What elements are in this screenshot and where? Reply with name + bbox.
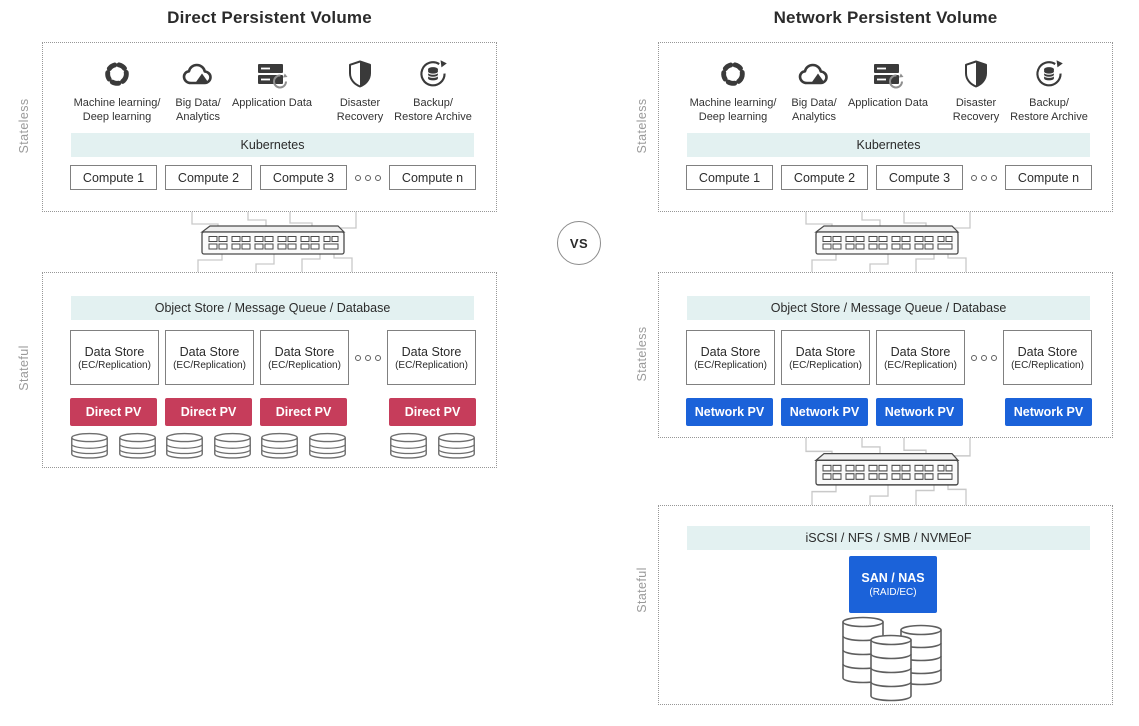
cloud-analytics-icon [168, 57, 228, 91]
left-stateful-box: Object Store / Message Queue / Database … [42, 272, 497, 468]
cloud-analytics-icon [784, 57, 844, 91]
ellipsis-dots [355, 354, 381, 361]
ellipsis-dots [355, 174, 381, 181]
ml-gear-icon [673, 57, 793, 91]
compute-node: Compute 2 [781, 165, 868, 190]
data-store-row: Data Store(EC/Replication) Data Store(EC… [70, 330, 476, 385]
compute-node: Compute 1 [70, 165, 157, 190]
network-pv-box: Network PV [686, 398, 773, 426]
data-store-box: Data Store(EC/Replication) [260, 330, 349, 385]
left-diagram-title: Direct Persistent Volume [167, 8, 372, 27]
data-store-box: Data Store(EC/Replication) [165, 330, 254, 385]
direct-pv-row: Direct PV Direct PV Direct PV Direct PV [70, 398, 476, 426]
storage-array-icon [839, 616, 947, 709]
right-stateless-box: Machine learning/Deep learning Big Data/… [658, 42, 1113, 212]
workload-application-data: Application Data [840, 57, 936, 110]
network-pv-box: Network PV [1005, 398, 1092, 426]
compute-row: Compute 1 Compute 2 Compute 3 Compute n [70, 165, 476, 190]
shield-icon [946, 57, 1006, 91]
backup-restore-icon [991, 57, 1107, 91]
disk-pair [260, 432, 347, 460]
direct-pv-box: Direct PV [70, 398, 157, 426]
right-stateless-mid-box: Object Store / Message Queue / Database … [658, 272, 1113, 438]
disk-icon [309, 432, 346, 459]
right-stateless-mid-label: Stateless [635, 326, 649, 382]
object-store-bar: Object Store / Message Queue / Database [687, 296, 1090, 320]
disk-icon [214, 432, 251, 459]
network-pv-box: Network PV [876, 398, 963, 426]
disk-icon [261, 432, 298, 459]
right-stateless-top-label: Stateless [635, 98, 649, 154]
workload-big-data: Big Data/Analytics [784, 57, 844, 125]
disk-pair [389, 432, 476, 460]
disk-pair [70, 432, 157, 460]
direct-pv-box: Direct PV [260, 398, 347, 426]
disk-icon [119, 432, 156, 459]
left-stateful-label: Stateful [17, 345, 31, 391]
compute-row: Compute 1 Compute 2 Compute 3 Compute n [686, 165, 1092, 190]
network-pv-box: Network PV [781, 398, 868, 426]
kubernetes-bar: Kubernetes [71, 133, 474, 157]
disk-icon [390, 432, 427, 459]
disk-icon [71, 432, 108, 459]
left-stateless-box: Machine learning/Deep learning Big Data/… [42, 42, 497, 212]
san-nas-box: SAN / NAS (RAID/EC) [849, 556, 937, 613]
shield-icon [330, 57, 390, 91]
right-stateful-box: iSCSI / NFS / SMB / NVMEoF SAN / NAS (RA… [658, 505, 1113, 705]
compute-node: Compute n [389, 165, 476, 190]
compute-node: Compute 1 [686, 165, 773, 190]
data-store-box: Data Store(EC/Replication) [1003, 330, 1092, 385]
disk-row [70, 432, 476, 460]
workload-machine-learning: Machine learning/Deep learning [673, 57, 793, 125]
server-sync-icon [840, 57, 936, 91]
disk-icon [438, 432, 475, 459]
ml-gear-icon [57, 57, 177, 91]
network-pv-row: Network PV Network PV Network PV Network… [686, 398, 1092, 426]
data-store-box: Data Store(EC/Replication) [387, 330, 476, 385]
direct-pv-box: Direct PV [165, 398, 252, 426]
direct-pv-box: Direct PV [389, 398, 476, 426]
disk-icon [166, 432, 203, 459]
protocol-bar: iSCSI / NFS / SMB / NVMEoF [687, 526, 1090, 550]
compute-node: Compute 2 [165, 165, 252, 190]
server-sync-icon [224, 57, 320, 91]
left-stateless-label: Stateless [17, 98, 31, 154]
data-store-row: Data Store(EC/Replication) Data Store(EC… [686, 330, 1092, 385]
right-stateful-label: Stateful [635, 567, 649, 613]
disk-pair [165, 432, 252, 460]
data-store-box: Data Store(EC/Replication) [70, 330, 159, 385]
ellipsis-dots [971, 354, 997, 361]
compute-node: Compute 3 [260, 165, 347, 190]
workload-machine-learning: Machine learning/Deep learning [57, 57, 177, 125]
data-store-box: Data Store(EC/Replication) [781, 330, 870, 385]
backup-restore-icon [375, 57, 491, 91]
workload-backup-restore: Backup/Restore Archive [375, 57, 491, 125]
kubernetes-bar: Kubernetes [687, 133, 1090, 157]
compute-node: Compute n [1005, 165, 1092, 190]
data-store-box: Data Store(EC/Replication) [686, 330, 775, 385]
vs-badge: VS [557, 221, 601, 265]
object-store-bar: Object Store / Message Queue / Database [71, 296, 474, 320]
compute-node: Compute 3 [876, 165, 963, 190]
workload-application-data: Application Data [224, 57, 320, 110]
data-store-box: Data Store(EC/Replication) [876, 330, 965, 385]
workload-big-data: Big Data/Analytics [168, 57, 228, 125]
network-switch-icon [776, 438, 996, 505]
ellipsis-dots [971, 174, 997, 181]
network-switch-icon [776, 212, 996, 272]
right-diagram-title: Network Persistent Volume [773, 8, 998, 27]
workload-backup-restore: Backup/Restore Archive [991, 57, 1107, 125]
network-switch-icon [162, 212, 382, 272]
